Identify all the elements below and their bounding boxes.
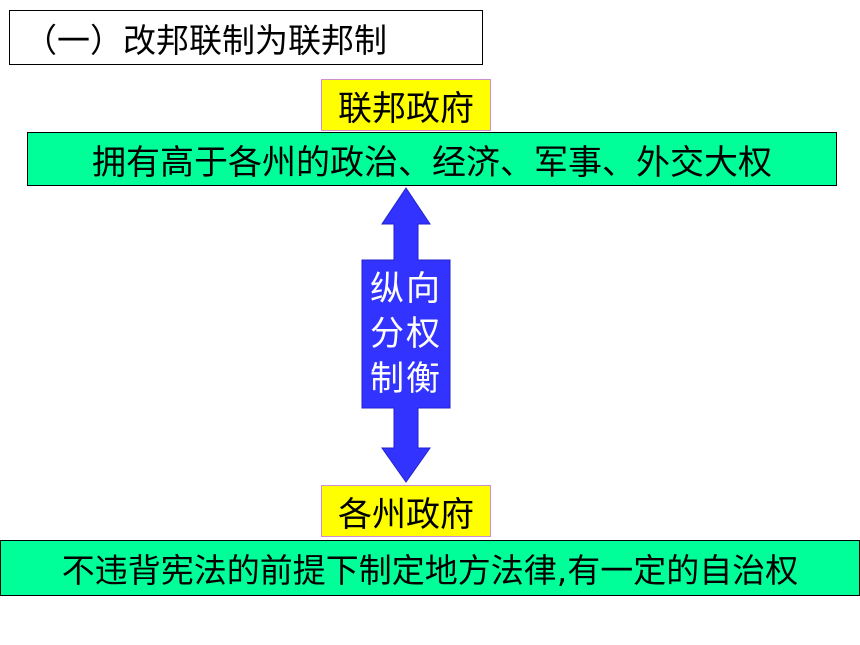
federal-powers-box: 拥有高于各州的政治、经济、军事、外交大权: [27, 132, 837, 186]
double-headed-arrow: [361, 187, 451, 483]
state-powers-box: 不违背宪法的前提下制定地方法律,有一定的自治权: [0, 540, 860, 596]
state-government-label: 各州政府: [321, 485, 491, 537]
arrow-label-line: 分权: [370, 313, 442, 354]
arrow-shape: [361, 187, 451, 483]
arrow-label-line: 制衡: [370, 358, 442, 399]
arrow-label-line: 纵向: [370, 268, 442, 309]
federal-government-label: 联邦政府: [321, 79, 491, 131]
arrow-label: 纵向 分权 制衡: [362, 260, 450, 408]
section-title: （一）改邦联制为联邦制: [9, 10, 483, 65]
